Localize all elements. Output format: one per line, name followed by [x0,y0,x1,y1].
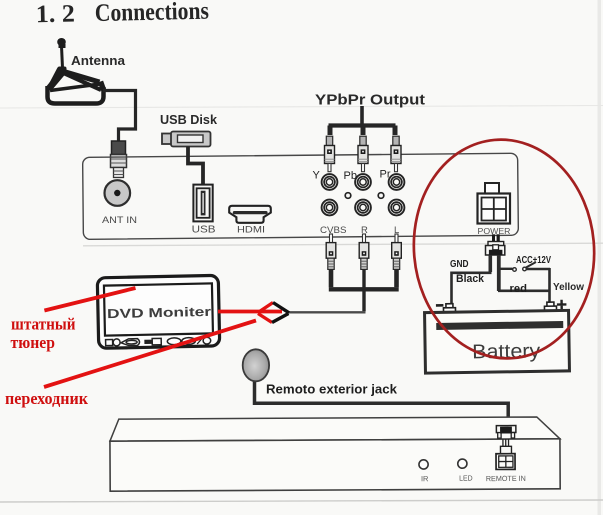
svg-text:L: L [394,225,399,236]
svg-text:IR: IR [421,474,429,483]
svg-text:тюнер: тюнер [11,333,56,352]
svg-text:переходник: переходник [5,389,88,408]
svg-text:GND: GND [450,258,469,270]
svg-text:1. 2: 1. 2 [36,0,76,28]
svg-text:HDMI: HDMI [237,225,265,236]
svg-text:CVBS: CVBS [320,225,347,236]
svg-text:REMOTE IN: REMOTE IN [486,474,526,483]
svg-text:Black: Black [456,273,485,285]
svg-text:YPbPr Output: YPbPr Output [315,93,425,109]
svg-text:Battery: Battery [472,340,540,363]
svg-text:Connections: Connections [95,0,210,27]
svg-text:Yellow: Yellow [553,281,585,293]
svg-text:Y: Y [313,170,321,182]
svg-text:USB Disk: USB Disk [160,112,218,127]
svg-text:Antenna: Antenna [71,53,126,68]
svg-text:red: red [510,283,528,295]
svg-text:DVD Moniter: DVD Moniter [107,304,211,321]
svg-text:USB: USB [192,224,216,235]
svg-text:ANT IN: ANT IN [102,215,137,226]
svg-text:Pb: Pb [344,170,357,182]
svg-text:R: R [361,225,368,236]
svg-text:Pr: Pr [380,169,391,181]
svg-text:ACC+12V: ACC+12V [516,254,551,266]
svg-text:LED: LED [459,474,473,483]
svg-text:POWER: POWER [478,226,511,236]
svg-text:Remoto exterior jack: Remoto exterior jack [266,383,397,397]
svg-text:штатный: штатный [11,315,76,334]
